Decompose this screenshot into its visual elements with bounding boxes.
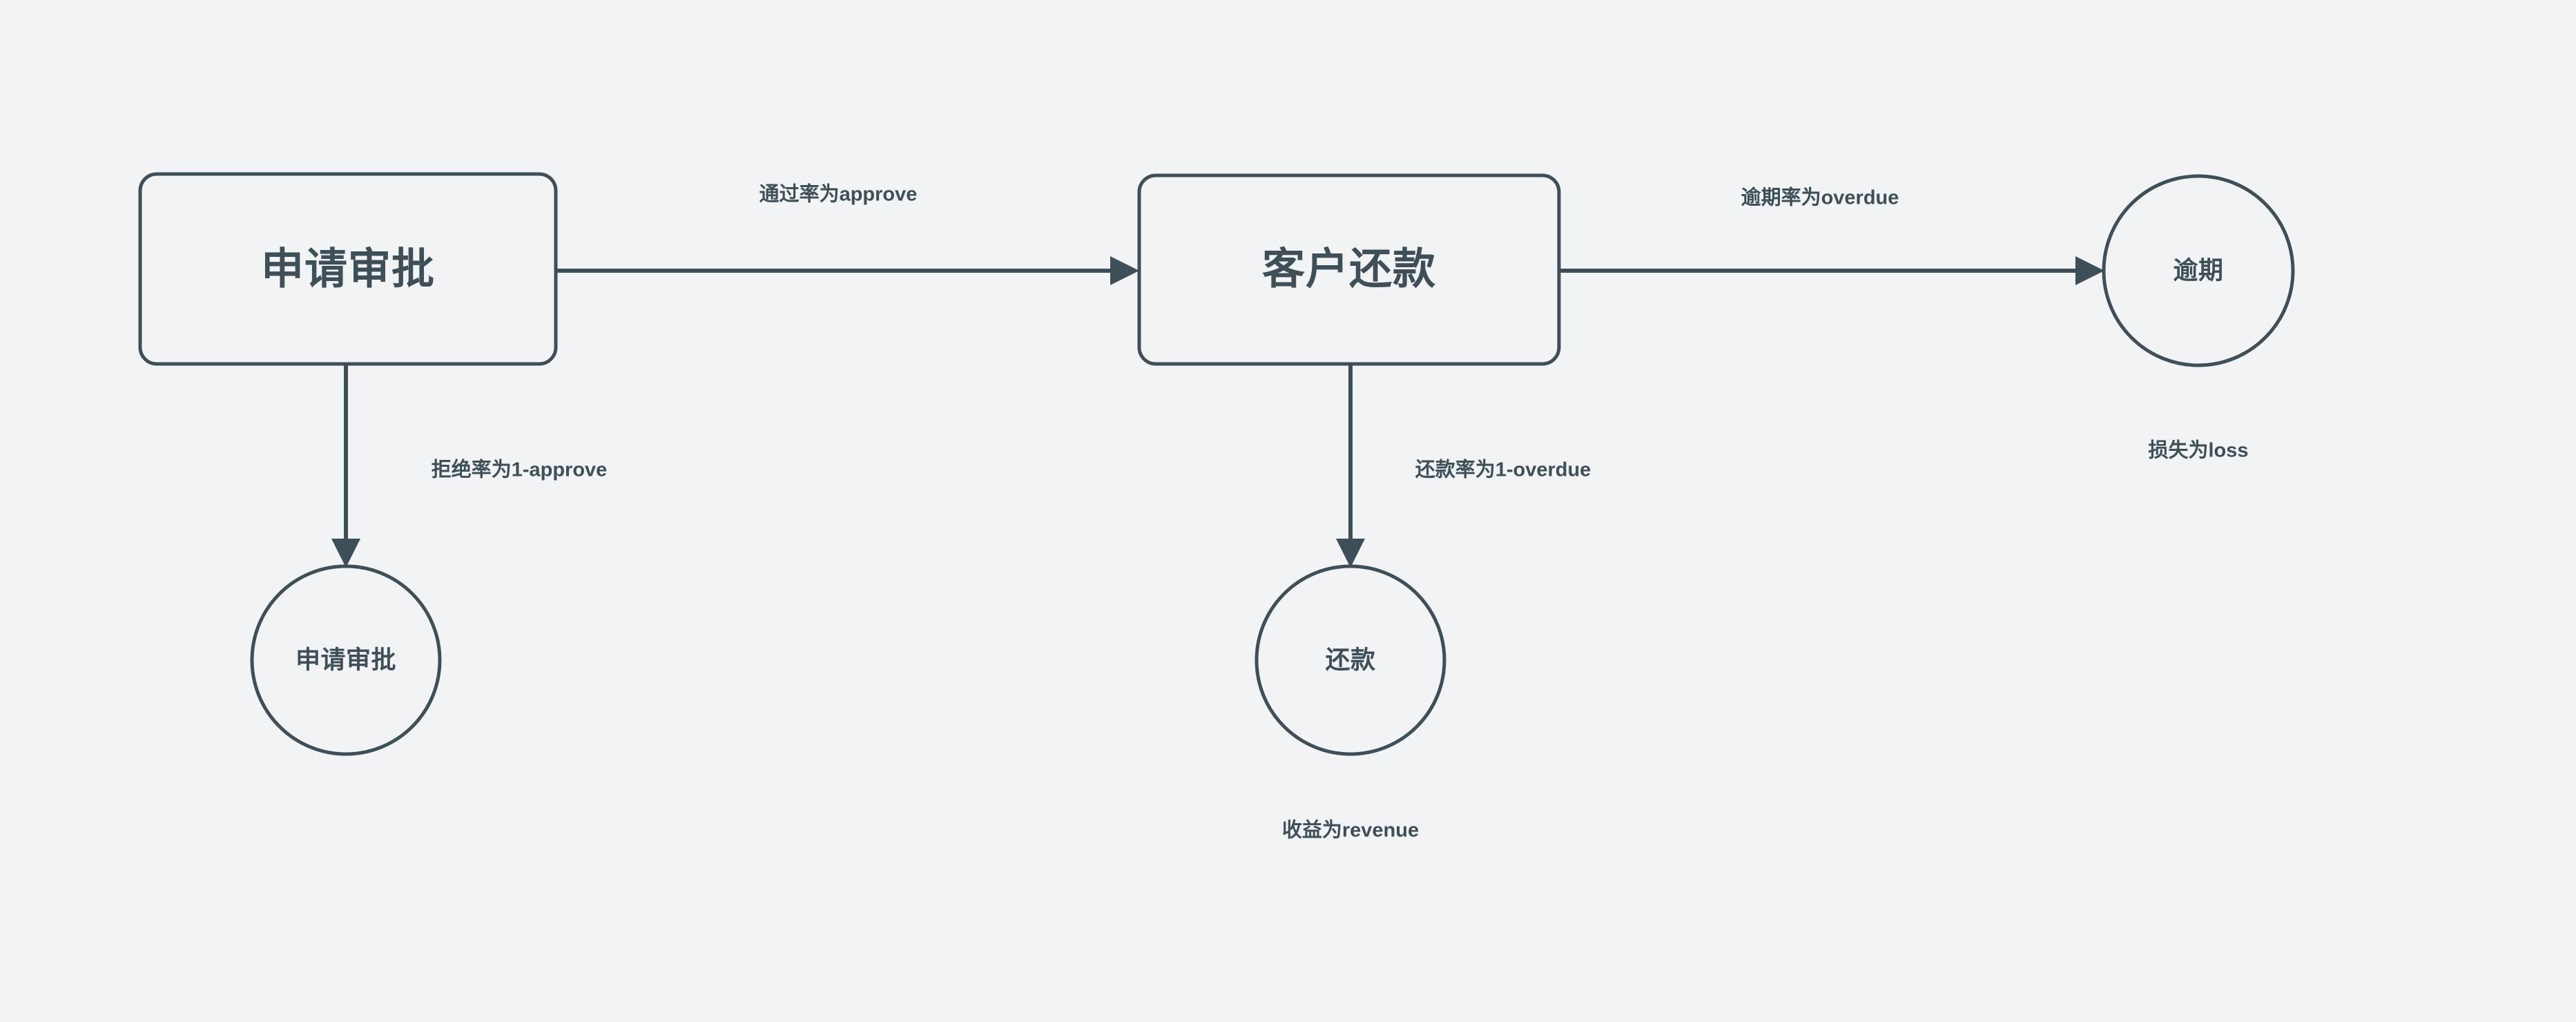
- apply-review-box-label: 申请审批: [261, 245, 435, 293]
- repay-circle-shape: [1255, 564, 1446, 756]
- caption-revenue: 收益为revenue: [1282, 819, 1419, 842]
- customer-repay-box-label: 客户还款: [1262, 245, 1436, 293]
- node-overdue-circle[interactable]: 逾期: [2102, 174, 2295, 367]
- customer-repay-box-shape: [1137, 173, 1561, 366]
- edge-overdue-label: 逾期率为overdue: [1741, 186, 1899, 209]
- edge-reject-label: 拒绝率为1-approve: [432, 458, 608, 481]
- repay-circle-label: 还款: [1325, 646, 1375, 674]
- edge-overdue-arrowhead: [2075, 256, 2104, 285]
- edge-approve-label: 通过率为approve: [759, 182, 918, 206]
- edge-reject[interactable]: 拒绝率为1-approve: [331, 364, 607, 568]
- overdue-circle-shape: [2102, 174, 2295, 367]
- edge-approve[interactable]: 通过率为approve: [556, 182, 1139, 285]
- edge-repay-arrowhead: [1336, 539, 1365, 568]
- node-repay-circle[interactable]: 还款: [1255, 564, 1446, 756]
- edge-overdue[interactable]: 逾期率为overdue: [1559, 186, 2104, 285]
- edge-repay[interactable]: 还款率为1-overdue: [1336, 364, 1591, 568]
- apply-review-box-shape: [138, 172, 558, 366]
- apply-review-circle-label: 申请审批: [296, 646, 396, 674]
- caption-loss: 损失为loss: [2148, 439, 2248, 462]
- edge-reject-arrowhead: [331, 539, 360, 568]
- node-customer-repay-box[interactable]: 客户还款: [1137, 173, 1561, 366]
- apply-review-circle-shape: [250, 564, 442, 756]
- edge-approve-arrowhead: [1110, 256, 1139, 285]
- edge-repay-label: 还款率为1-overdue: [1415, 458, 1591, 481]
- node-apply-review-circle[interactable]: 申请审批: [250, 564, 442, 756]
- overdue-circle-label: 逾期: [2173, 256, 2223, 285]
- node-apply-review-box[interactable]: 申请审批: [138, 172, 558, 366]
